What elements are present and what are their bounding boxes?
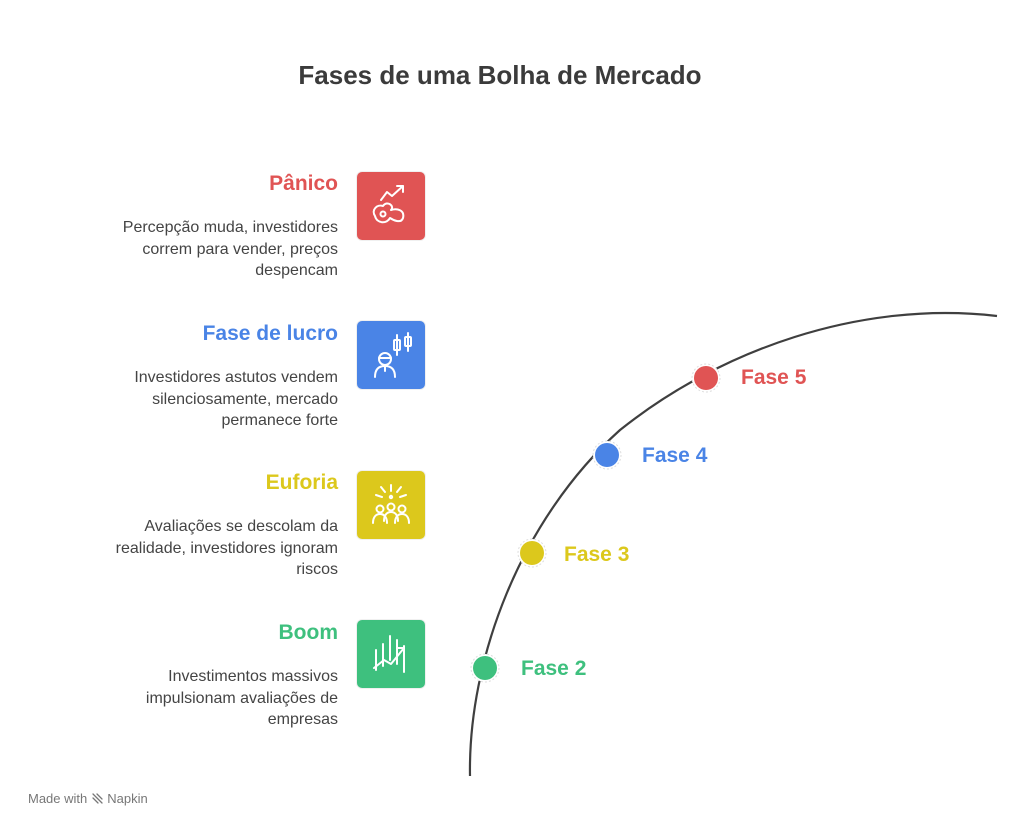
marker-label-fase-3: Fase 3: [564, 543, 630, 566]
curve-marker-fase-5: [691, 363, 721, 393]
phase-title-euforia: Euforia: [265, 471, 338, 494]
curve-marker-fase-4: [592, 440, 622, 470]
celebrating-crowd-icon: [372, 484, 410, 524]
curve-marker-fase-2: [470, 653, 500, 683]
description-line: Avaliações se descolam da: [144, 518, 338, 535]
marker-label-fase-4: Fase 4: [642, 444, 708, 467]
description-line: correm para vender, preços: [142, 240, 338, 258]
phase-title-boom: Boom: [278, 621, 339, 644]
description-line: riscos: [296, 561, 338, 578]
description-line: realidade, investidores ignoram: [115, 539, 338, 557]
marker-label-fase-5: Fase 5: [741, 366, 807, 389]
phase-title-fase-de-lucro: Fase de lucro: [202, 322, 338, 345]
fase-de-lucro-icon-box: [357, 321, 425, 389]
curve-marker-fase-3: [517, 538, 547, 568]
description-line: despencam: [255, 262, 338, 279]
phase-description-fase-de-lucro: Investidores astutos vendem silenciosame…: [58, 367, 338, 432]
phase-title-panico: Pânico: [269, 172, 338, 195]
footer-attribution[interactable]: Made with Napkin: [28, 791, 148, 808]
boom-icon-box: [357, 620, 425, 688]
phase-description-panico: Percepção muda, investidores correm para…: [58, 217, 338, 282]
napkin-logo-icon: [91, 792, 104, 808]
description-line: Investimentos massivos: [168, 668, 338, 685]
description-line: permanece forte: [221, 412, 338, 429]
page-title: Fases de uma Bolha de Mercado: [298, 60, 702, 90]
description-line: Investidores astutos vendem: [134, 369, 338, 386]
description-line: impulsionam avaliações de: [145, 689, 338, 707]
description-line: silenciosamente, mercado: [152, 390, 338, 408]
description-line: Percepção muda, investidores: [122, 219, 338, 236]
marker-label-fase-2: Fase 2: [521, 657, 587, 680]
panico-icon-box: [357, 172, 425, 240]
market-crash-chart-icon: [372, 185, 405, 224]
rising-bar-chart-icon: [373, 635, 405, 673]
investor-candlestick-icon: [374, 332, 412, 378]
euforia-icon-box: [357, 471, 425, 539]
phase-description-boom: Investimentos massivos impulsionam avali…: [58, 666, 338, 731]
bubble-curve: [468, 311, 998, 777]
footer-prefix: Made with: [28, 791, 88, 806]
footer-brand: Napkin: [107, 791, 148, 806]
description-line: empresas: [267, 711, 338, 728]
phase-description-euforia: Avaliações se descolam da realidade, inv…: [58, 516, 338, 581]
